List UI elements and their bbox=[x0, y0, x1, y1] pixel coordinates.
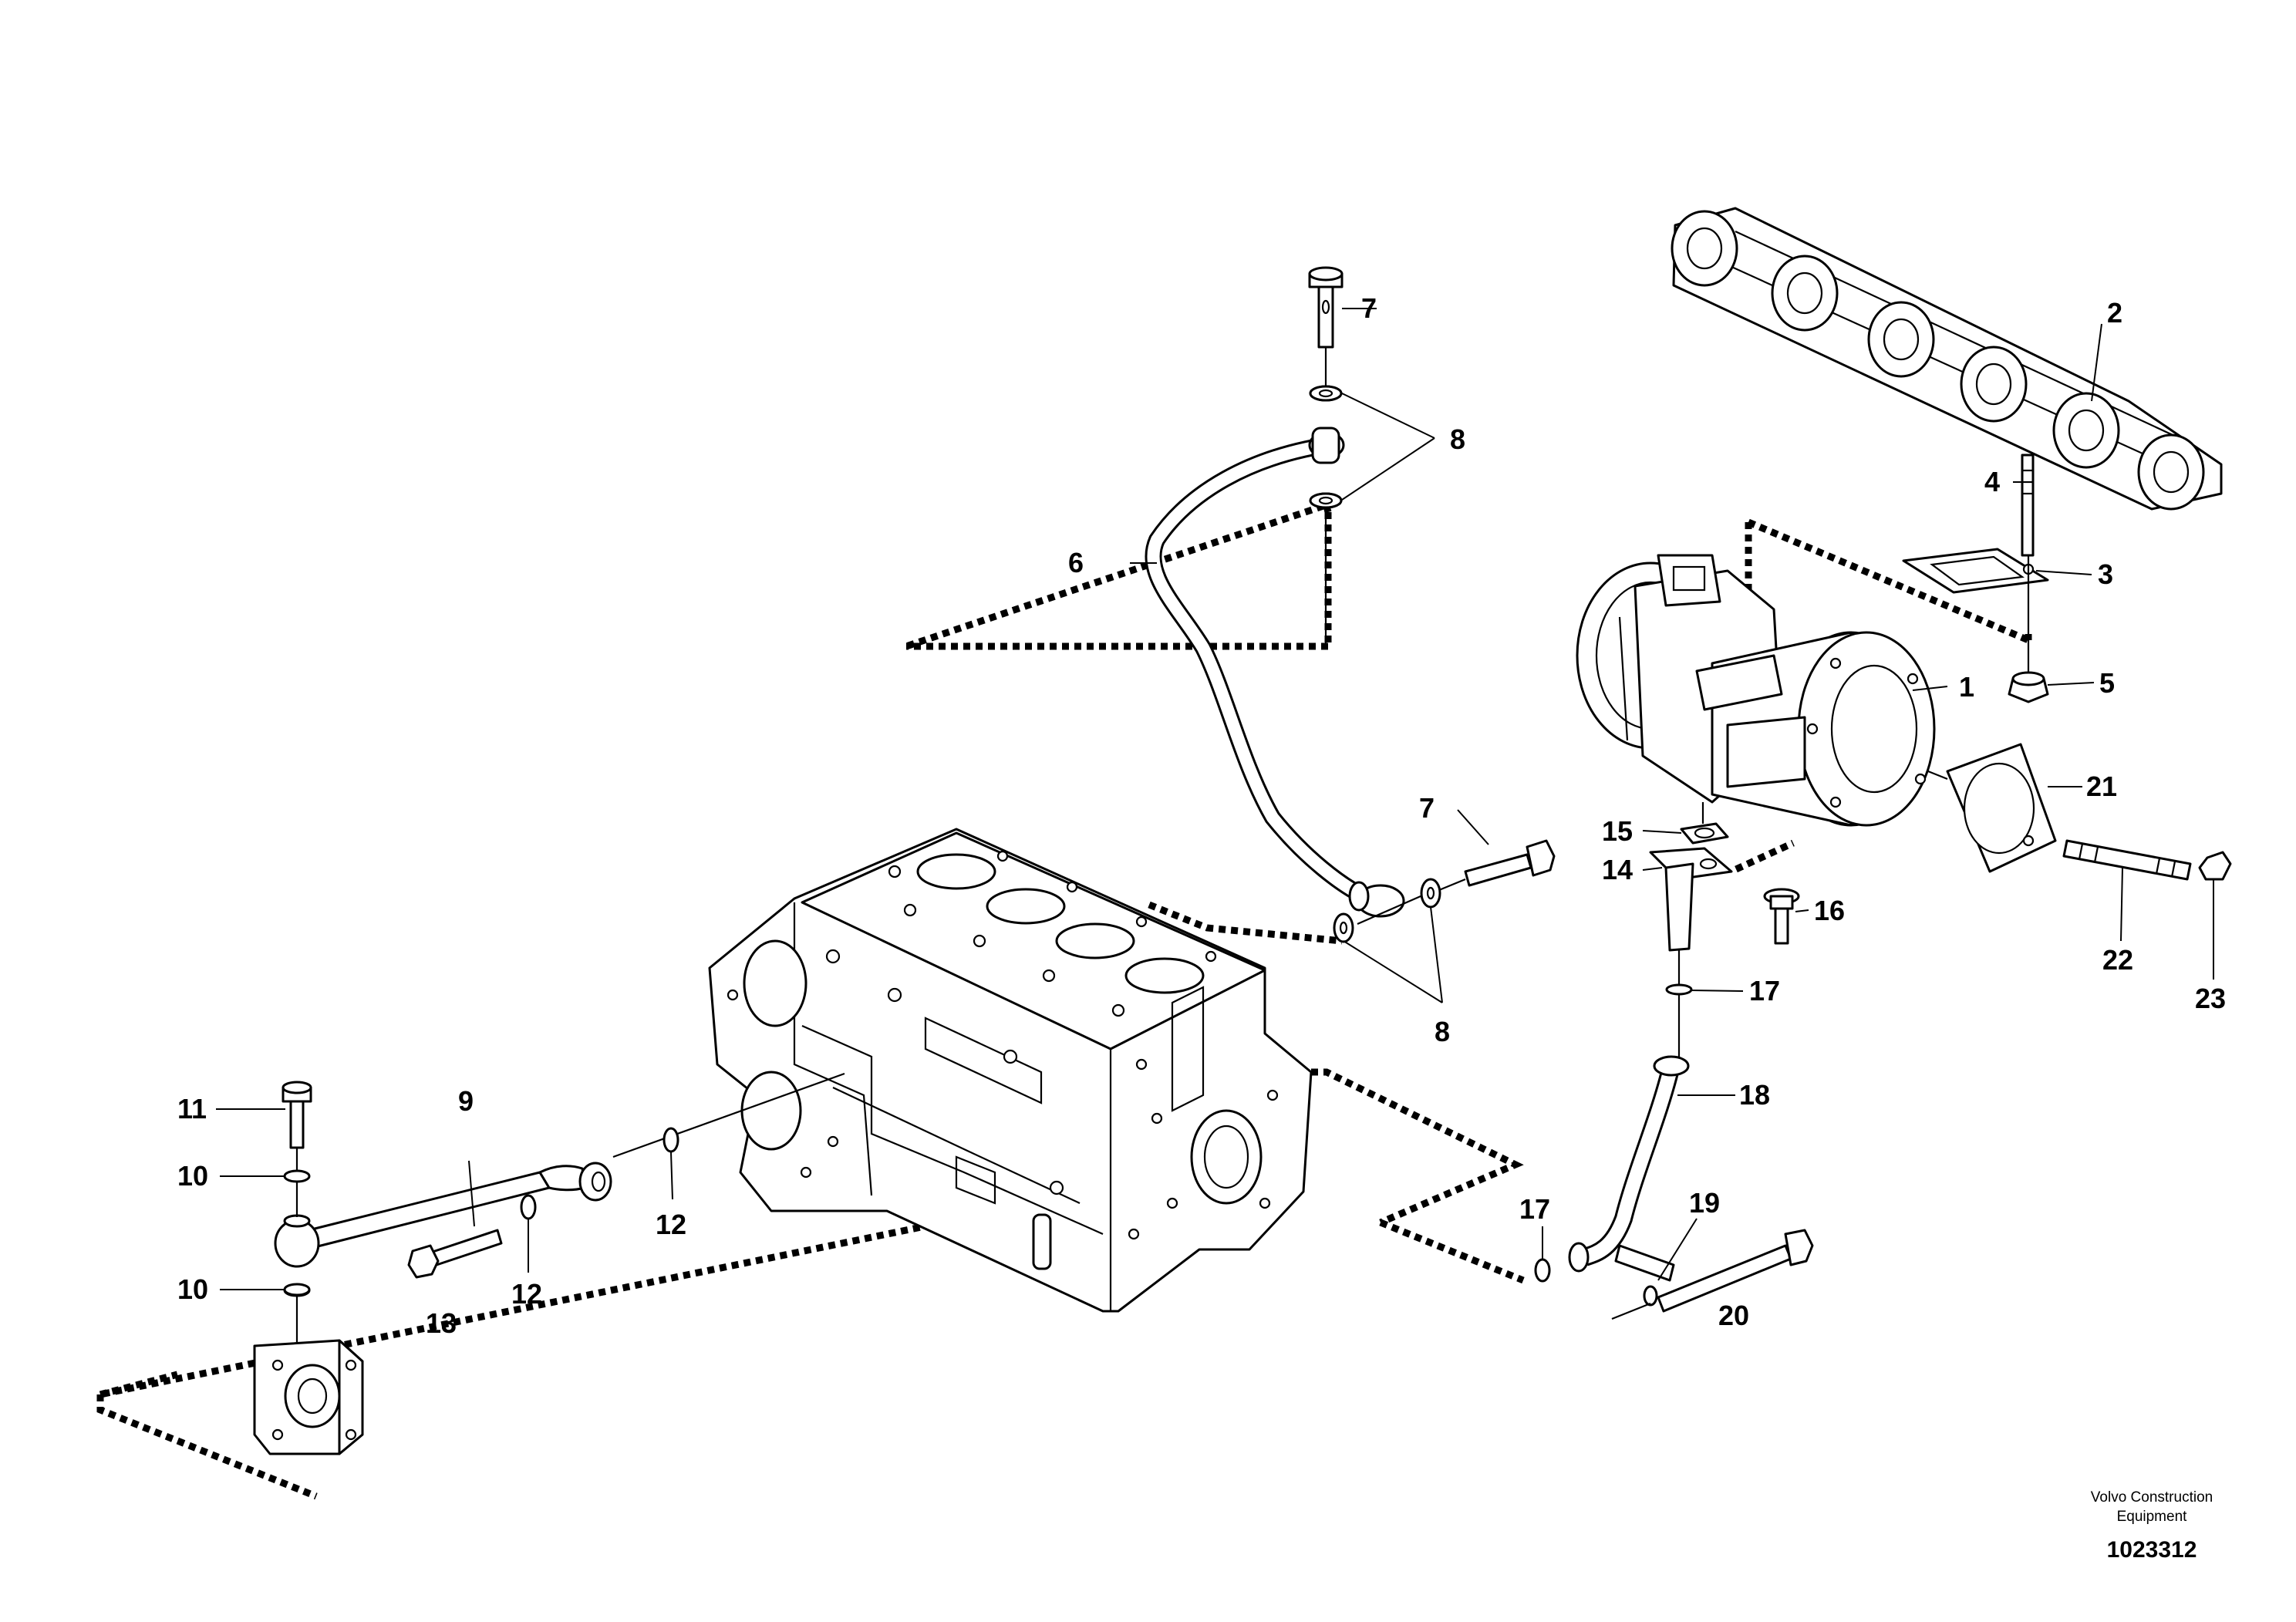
washers-8-lower bbox=[1333, 878, 1441, 943]
callout-22: 22 bbox=[2102, 944, 2133, 976]
bolt-7-top bbox=[1308, 266, 1344, 349]
gasket-21 bbox=[1946, 743, 2057, 873]
bolt-16 bbox=[1763, 888, 1800, 945]
callout-12-right: 12 bbox=[656, 1209, 686, 1240]
banjo-fitting-top bbox=[1309, 385, 1343, 509]
callout-6: 6 bbox=[1068, 547, 1084, 578]
callout-16: 16 bbox=[1814, 895, 1845, 926]
callout-19: 19 bbox=[1689, 1187, 1720, 1219]
flange-bracket bbox=[253, 1339, 364, 1455]
engine-block bbox=[708, 828, 1313, 1313]
stud-4 bbox=[2021, 454, 2035, 557]
small-washers-8-top bbox=[1309, 385, 1343, 509]
callout-7-top: 7 bbox=[1361, 292, 1377, 324]
callout-17-lower: 17 bbox=[1519, 1193, 1550, 1225]
callout-15: 15 bbox=[1602, 815, 1633, 847]
callout-labels: 1 2 3 4 5 6 7 7 8 8 9 10 10 11 12 12 13 … bbox=[177, 292, 2226, 1339]
callout-11: 11 bbox=[177, 1093, 207, 1125]
callout-8-top: 8 bbox=[1450, 423, 1465, 455]
callout-12-left: 12 bbox=[511, 1278, 542, 1310]
leader-lines bbox=[216, 308, 2214, 1290]
pipe-9 bbox=[307, 1162, 612, 1249]
callout-1: 1 bbox=[1959, 671, 1974, 703]
gasket-3 bbox=[1902, 548, 2049, 594]
oring-17-lower bbox=[1534, 1258, 1551, 1283]
callout-23: 23 bbox=[2195, 983, 2226, 1014]
drawing-number: 1023312 bbox=[2107, 1537, 2197, 1563]
drain-pipe-18 bbox=[1568, 1055, 1690, 1307]
banjo-fitting-left bbox=[274, 1214, 320, 1297]
manifold-flanges bbox=[1671, 210, 2205, 511]
oring-12-left bbox=[520, 1194, 537, 1220]
oil-feed-pipe-6 bbox=[1145, 431, 1405, 918]
callout-21: 21 bbox=[2086, 771, 2117, 802]
callout-14: 14 bbox=[1602, 854, 1633, 885]
cylinder-bores bbox=[916, 853, 1205, 994]
nut-23 bbox=[2198, 851, 2232, 881]
callout-5: 5 bbox=[2099, 667, 2115, 699]
nut-5 bbox=[2008, 671, 2049, 703]
credit-line-1: Volvo Construction bbox=[2091, 1489, 2213, 1506]
bolt-13 bbox=[407, 1229, 503, 1279]
callout-3: 3 bbox=[2098, 558, 2113, 590]
stud-22 bbox=[2062, 839, 2192, 881]
assembly-dash-lines bbox=[96, 502, 2032, 1500]
callout-18: 18 bbox=[1739, 1079, 1770, 1111]
credit-line-2: Equipment bbox=[2117, 1509, 2188, 1525]
bolt-11 bbox=[282, 1081, 312, 1149]
bolt-7-lower bbox=[1464, 839, 1556, 887]
gasket-15 bbox=[1680, 822, 1729, 845]
callout-4: 4 bbox=[1984, 466, 2000, 497]
turbocharger bbox=[1576, 554, 1936, 827]
callout-8-lower: 8 bbox=[1435, 1016, 1450, 1047]
callout-20: 20 bbox=[1718, 1300, 1749, 1331]
bolt-20 bbox=[1657, 1229, 1814, 1313]
footer-credit: Volvo Construction Equipment 1023312 bbox=[2091, 1489, 2213, 1563]
orings-10 bbox=[283, 1169, 311, 1297]
exhaust-manifold bbox=[1671, 207, 2223, 511]
callout-13: 13 bbox=[426, 1307, 457, 1339]
block-holes bbox=[727, 850, 1279, 1240]
callout-17-upper: 17 bbox=[1749, 975, 1780, 1007]
oring-12-right bbox=[663, 1127, 679, 1153]
callout-10-upper: 10 bbox=[177, 1160, 208, 1192]
callout-9: 9 bbox=[458, 1085, 474, 1117]
callout-7-lower: 7 bbox=[1419, 792, 1435, 824]
callout-10-lower: 10 bbox=[177, 1273, 208, 1305]
oring-17-upper bbox=[1665, 983, 1693, 996]
drain-flange-14 bbox=[1649, 847, 1733, 952]
callout-2: 2 bbox=[2107, 297, 2122, 329]
